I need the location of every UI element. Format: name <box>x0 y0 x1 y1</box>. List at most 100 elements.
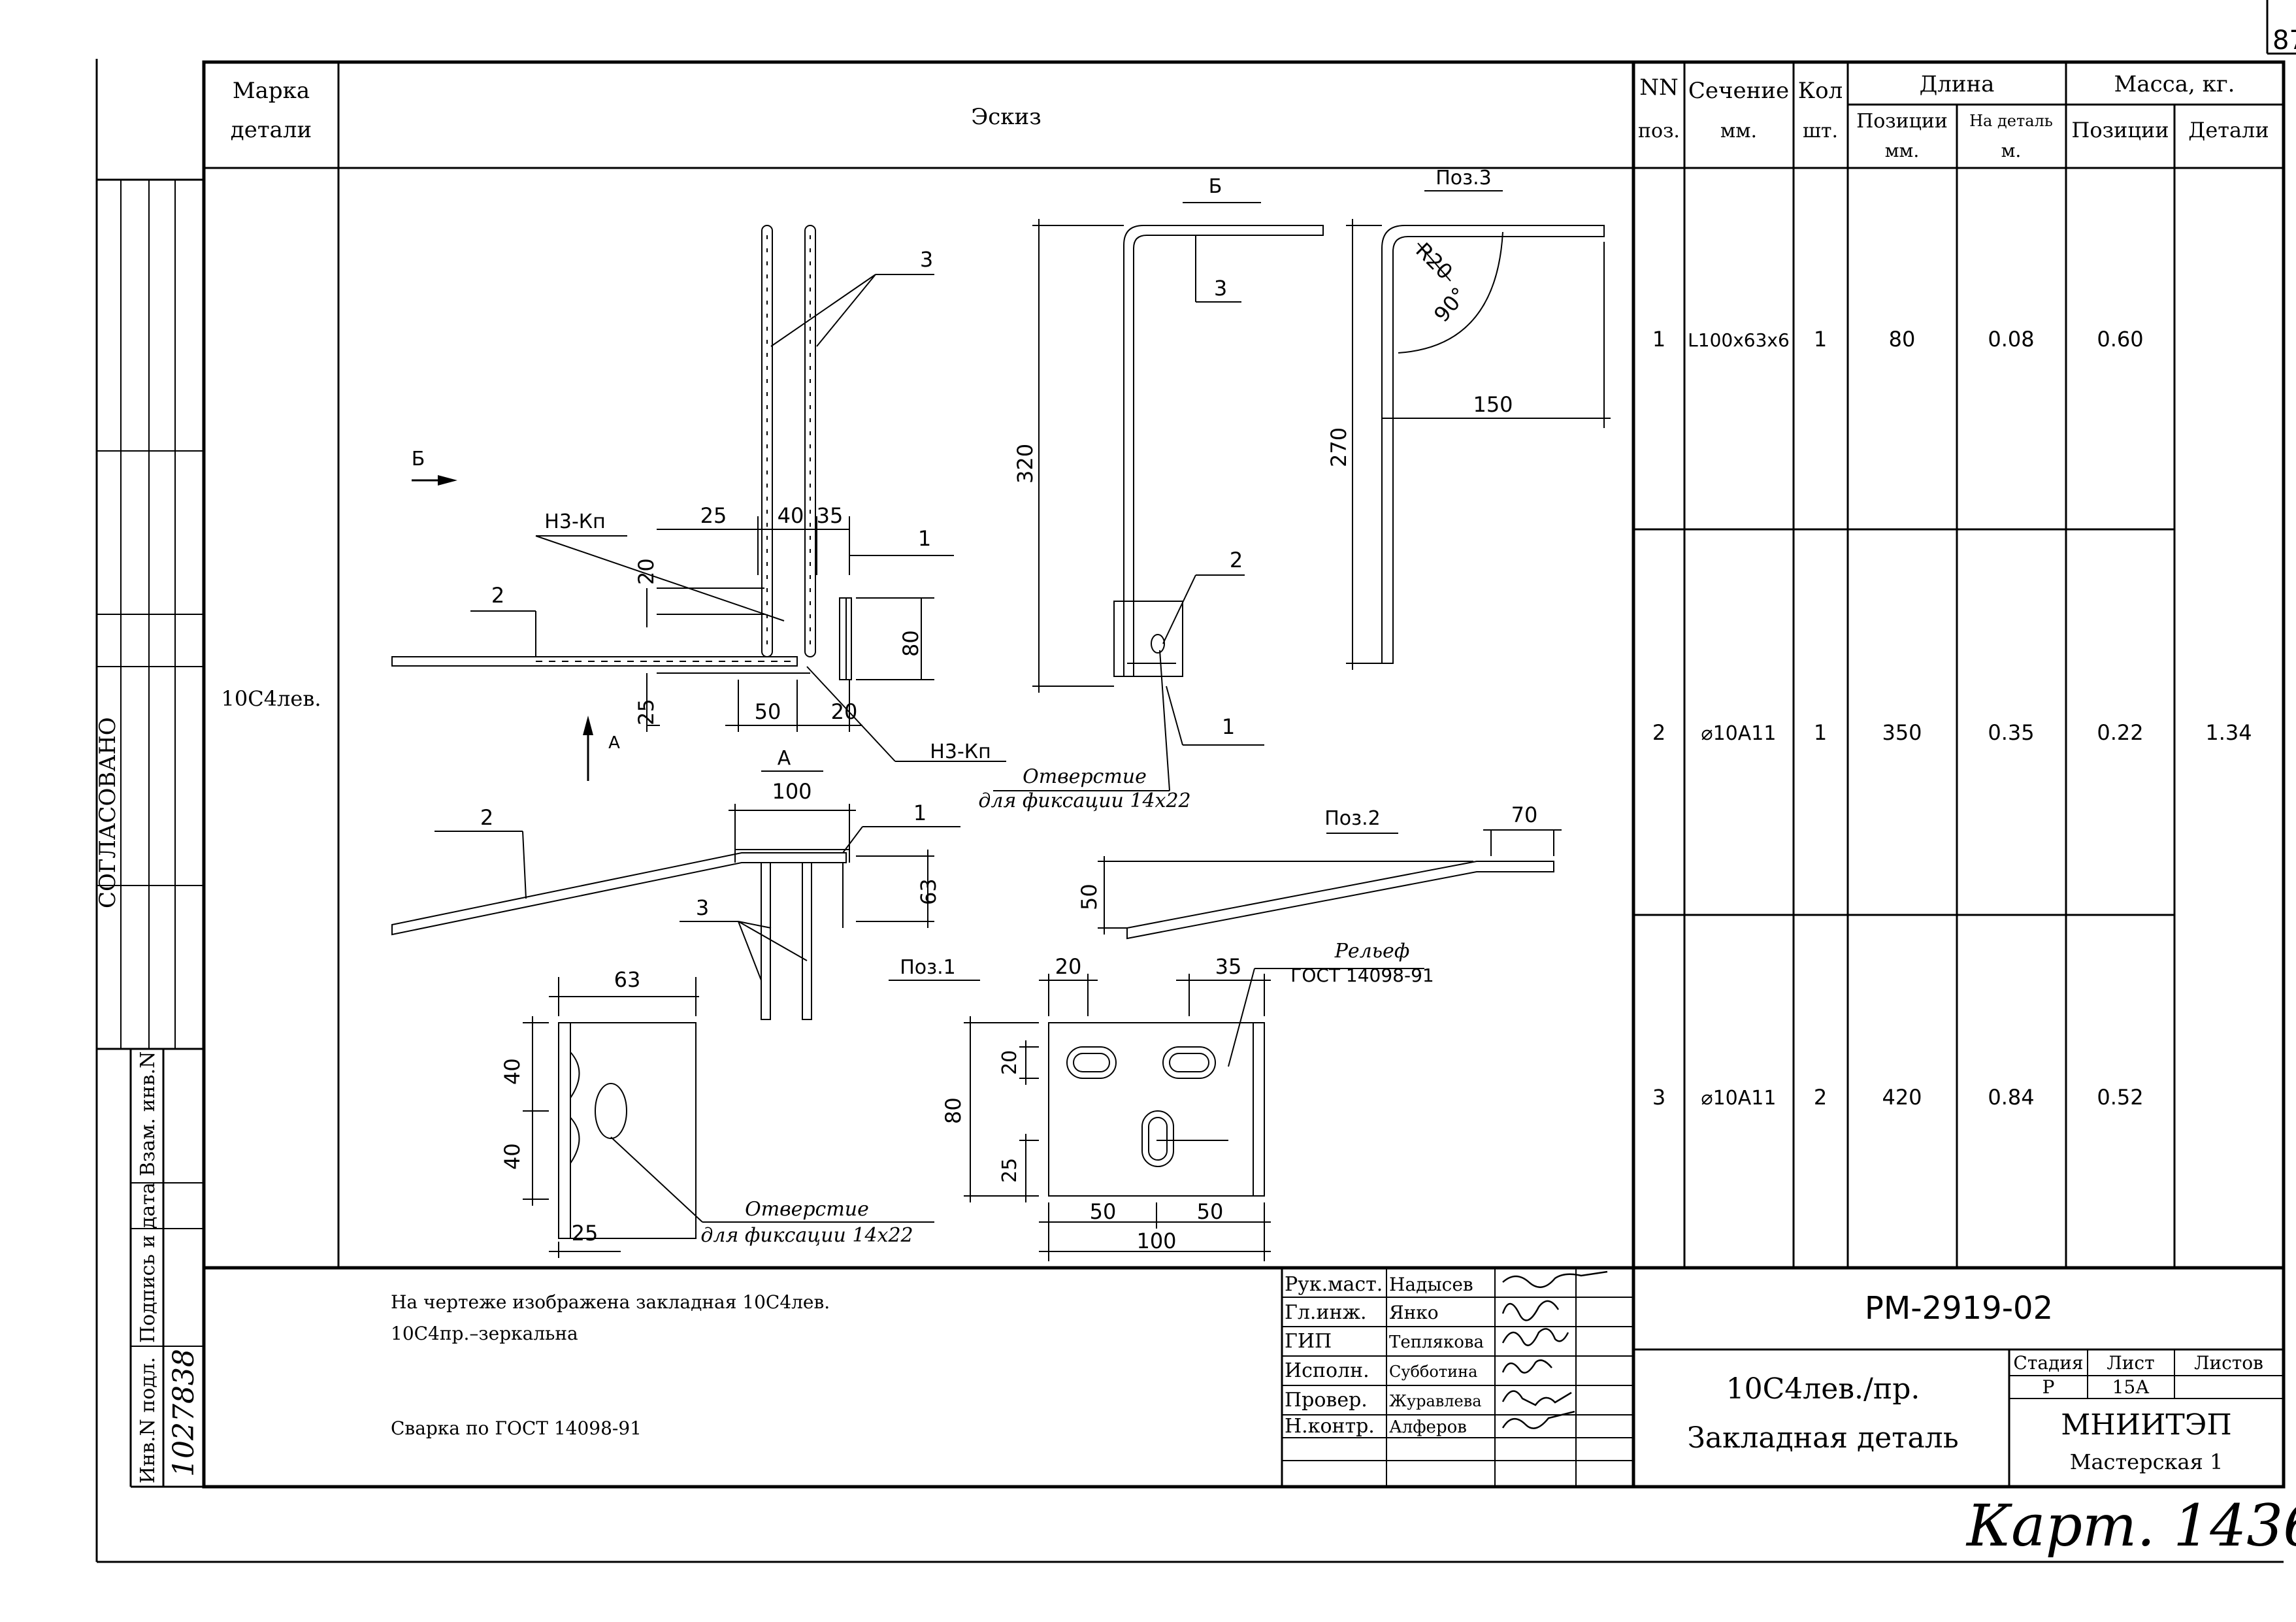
leader-2-view-b: 2 <box>1230 548 1243 572</box>
dim-100-view-a: 100 <box>772 779 812 804</box>
stamp-role-2: Гл.инж. <box>1285 1301 1367 1324</box>
frame-lines <box>95 0 2296 1563</box>
header-qty-1: Кол <box>1798 78 1843 104</box>
stamp-name-5: Журавлева <box>1389 1392 1482 1410</box>
mark-value: 10С4лев. <box>221 686 321 711</box>
stamp-role-6: Н.контр. <box>1285 1415 1375 1438</box>
table-header: Марка детали Эскиз NN поз. Сечение мм. К… <box>231 71 2269 161</box>
dim-25-left: 25 <box>634 699 659 725</box>
row2-qty: 1 <box>1814 720 1827 745</box>
leader-1-view-b: 1 <box>1222 714 1235 739</box>
table-row: 2 ⌀10А11 1 350 0.35 0.22 <box>1652 720 2144 745</box>
view-b <box>993 202 1324 791</box>
stamp-role-3: ГИП <box>1285 1330 1332 1353</box>
dim-35-top: 35 <box>817 503 844 528</box>
part-name-1: 10С4лев./пр. <box>1726 1372 1920 1406</box>
sheet-label: Лист <box>2107 1352 2154 1374</box>
row2-section: ⌀10А11 <box>1701 722 1777 745</box>
header-len-pos-1: Позиции <box>1856 110 1948 133</box>
plan-dimensions-text: 25 40 35 20 25 50 20 80 3 1 2 Н3-Кп Н3-К… <box>491 247 991 763</box>
side-inv-no: Инв.N подл. <box>137 1357 159 1484</box>
dim-270: 270 <box>1326 427 1351 467</box>
row1-section: L100x63x6 <box>1688 329 1790 351</box>
dim-50-pos1-right: 50 <box>1197 1199 1224 1224</box>
view-a-arrow-label: А <box>608 733 620 753</box>
angle-90-label: 90° <box>1429 282 1472 327</box>
doc-code: РМ-2919-02 <box>1865 1290 2053 1327</box>
sheets-label: Листов <box>2194 1352 2263 1374</box>
view-a-title: А <box>778 747 791 770</box>
workshop-name: Мастерская 1 <box>2070 1449 2223 1474</box>
dim-40-lower: 40 <box>500 1143 525 1170</box>
hole-label-pos1-2: для фиксации 14х22 <box>700 1224 913 1247</box>
dim-25-pos1: 25 <box>572 1221 599 1246</box>
header-mass: Масса, кг. <box>2114 71 2235 97</box>
note-line-2: 10С4пр.–зеркальна <box>391 1323 578 1344</box>
pos2-title: Поз.2 <box>1324 807 1381 830</box>
hole-label-pos1-1: Отверстие <box>745 1198 869 1221</box>
stage-label: Стадия <box>2013 1352 2083 1374</box>
dim-20-pos1-top: 20 <box>1055 954 1082 979</box>
row1-pos: 1 <box>1652 327 1665 352</box>
row1-len-pos: 80 <box>1889 327 1916 352</box>
row2-pos: 2 <box>1652 720 1665 745</box>
dim-20-left: 20 <box>634 558 659 585</box>
row3-len-pos: 420 <box>1882 1085 1922 1110</box>
weld-label-top: Н3-Кп <box>544 510 605 533</box>
header-length: Длина <box>1920 71 1995 97</box>
row1-mass-pos: 0.60 <box>2097 327 2143 352</box>
handwritten-card-number: Карт. 14366 <box>1965 1492 2296 1559</box>
row3-section: ⌀10А11 <box>1701 1087 1777 1110</box>
part-name-2: Закладная деталь <box>1687 1421 1958 1455</box>
header-len-pos-2: мм. <box>1885 140 1919 161</box>
pos3-title: Поз.3 <box>1435 167 1492 190</box>
sheet-value: 15А <box>2112 1376 2150 1398</box>
dim-50-bottom: 50 <box>755 699 781 724</box>
view-b-arrow-label: Б <box>412 448 425 471</box>
pos2-detail <box>1098 829 1562 940</box>
header-len-part-2: м. <box>2001 140 2022 161</box>
stage-value: Р <box>2042 1376 2055 1398</box>
stamp-name-4: Субботина <box>1389 1363 1477 1381</box>
dim-100-pos1: 100 <box>1136 1229 1176 1253</box>
leader-1-plan: 1 <box>918 526 931 551</box>
stamp-name-1: Надысев <box>1389 1274 1473 1295</box>
dim-40-upper: 40 <box>500 1058 525 1085</box>
dim-25-pos1-left: 25 <box>998 1158 1021 1183</box>
hole-label-view-b-1: Отверстие <box>1023 765 1147 788</box>
view-b-title: Б <box>1209 175 1222 198</box>
dim-50-pos2: 50 <box>1077 884 1102 910</box>
header-mass-pos: Позиции <box>2071 118 2169 142</box>
header-mark-1: Марка <box>233 78 310 104</box>
dim-70-pos2: 70 <box>1511 803 1538 827</box>
view-a <box>391 770 960 1020</box>
stamp-name-6: Алферов <box>1389 1417 1467 1437</box>
leader-3-view-a: 3 <box>696 895 709 920</box>
stamp-role-5: Провер. <box>1285 1389 1368 1412</box>
relief-label-1: Рельеф <box>1334 940 1410 963</box>
row2-len-part: 0.35 <box>1988 720 2034 745</box>
row1-len-part: 0.08 <box>1988 327 2034 352</box>
stamp-role-4: Исполн. <box>1285 1359 1369 1382</box>
sheet-number: 87 <box>2272 25 2296 56</box>
row3-pos: 3 <box>1652 1085 1665 1110</box>
stamp-name-3: Теплякова <box>1389 1332 1484 1352</box>
mass-total: 1.34 <box>2205 720 2252 745</box>
header-qty-2: шт. <box>1803 120 1838 142</box>
dim-50-pos1-left: 50 <box>1090 1199 1117 1224</box>
note-line-3: Сварка по ГОСТ 14098-91 <box>391 1417 642 1439</box>
header-mark-2: детали <box>231 117 312 143</box>
pos1-front <box>964 968 1424 1261</box>
dim-80-right: 80 <box>898 630 923 657</box>
view-arrows: Б А <box>412 448 620 781</box>
signatures <box>1501 1270 1608 1429</box>
row3-mass-pos: 0.52 <box>2097 1085 2143 1110</box>
table-row: 3 ⌀10А11 2 420 0.84 0.52 <box>1652 1085 2144 1110</box>
dim-320: 320 <box>1013 444 1038 484</box>
note-line-1: На чертеже изображена закладная 10С4лев. <box>391 1291 830 1313</box>
stamp-name-2: Янко <box>1389 1302 1439 1323</box>
side-replace-inv: Взам. инв.N <box>137 1051 159 1176</box>
stamp-roles: Рук.маст. Надысев Гл.инж. Янко ГИП Тепля… <box>1285 1273 1484 1438</box>
row2-len-pos: 350 <box>1882 720 1922 745</box>
plan-view <box>391 225 1006 762</box>
